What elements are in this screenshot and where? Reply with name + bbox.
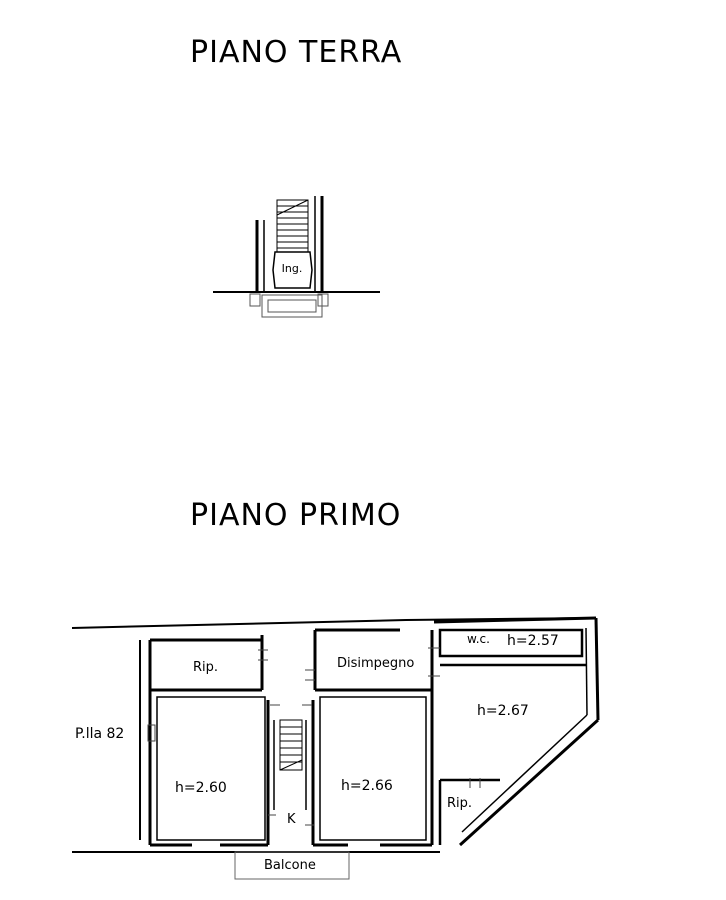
first-floor-title: PIANO PRIMO: [190, 498, 402, 533]
ground-staircase: [276, 199, 309, 253]
ground-floor-title: PIANO TERRA: [190, 35, 403, 70]
ground-pier-right: [317, 293, 329, 307]
ground-pier-left: [249, 293, 261, 307]
ground-floor-plan: [213, 196, 380, 318]
hallway-label: Disimpegno: [337, 656, 414, 671]
wc-room: [438, 628, 584, 658]
room-center-inner: [319, 696, 427, 841]
ground-outer-step: [261, 294, 323, 318]
room-right-height-label: h=2.67: [477, 703, 529, 719]
ground-entrance-hall: [272, 251, 313, 289]
wall-east: [594, 617, 600, 721]
ground-inner-step: [267, 299, 317, 313]
room-left-height-label: h=2.60: [175, 780, 227, 796]
wc-label: w.c.: [467, 632, 490, 646]
balcony-outline: [234, 851, 350, 880]
door-marks: [147, 647, 481, 826]
top-boundary: [71, 619, 407, 629]
balcony-label: Balcone: [264, 858, 316, 873]
wall-diagonal: [458, 718, 600, 847]
room-left-inner: [156, 696, 266, 841]
neighbor-parcel-label: P.lla 82: [75, 726, 124, 742]
first-floor-staircase: [279, 719, 303, 771]
wall-diagonal-inner: [461, 714, 588, 833]
kitchenette-label: K: [287, 812, 296, 827]
storage-left-label: Rip.: [193, 660, 218, 675]
storage-right-label: Rip.: [447, 796, 472, 811]
room-center-height-label: h=2.66: [341, 778, 393, 794]
first-floor-plan: [71, 616, 600, 880]
wc-height-label: h=2.57: [507, 633, 559, 649]
entrance-label: Ing.: [282, 262, 303, 275]
wall-north-right: [433, 616, 597, 624]
wall-east-inner: [585, 627, 588, 716]
